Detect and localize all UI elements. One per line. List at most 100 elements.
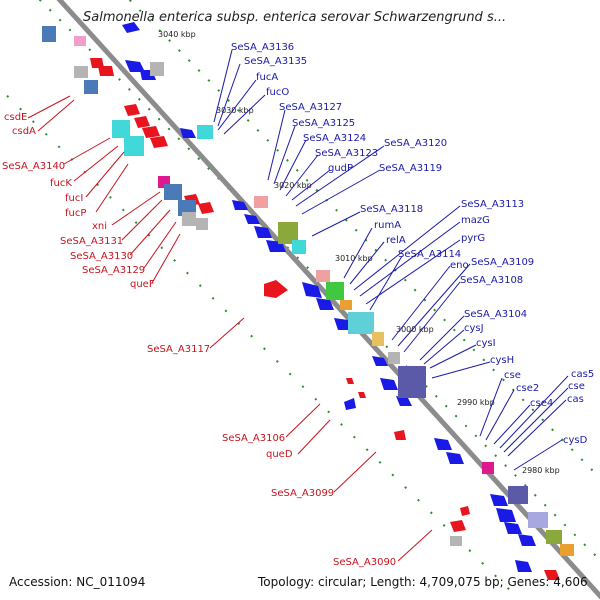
gene-arrow [150, 136, 168, 148]
gene-label: fucP [65, 208, 86, 219]
gene-arrow [515, 560, 532, 572]
gene-label: rumA [374, 220, 401, 231]
gene-box [388, 352, 400, 364]
scale-label: 3010 kbp [335, 254, 373, 263]
gene-label: cas5 [571, 369, 594, 380]
gene-label: SeSA_A3104 [464, 309, 527, 320]
gene-label: SeSA_A3114 [398, 249, 461, 260]
gene-box [546, 530, 562, 544]
gene-label: SeSA_A3140 [2, 161, 65, 172]
scale-label: 3000 kbp [396, 325, 434, 334]
gene-label: SeSA_A3106 [222, 433, 285, 444]
gene-box [74, 66, 88, 78]
gene-label: SeSA_A3130 [70, 251, 133, 262]
gene-label: queF [130, 279, 155, 290]
gene-box [482, 462, 494, 474]
gene-arrow [180, 128, 196, 138]
gene-arrow [504, 522, 522, 534]
gene-label: csdE [4, 112, 27, 123]
far-guide-track [0, 87, 521, 600]
gene-arrow [232, 200, 248, 210]
gene-box [292, 240, 306, 254]
gene-arrow [302, 282, 322, 298]
gene-arrow [434, 438, 452, 450]
gene-arrow [142, 126, 160, 138]
gene-label: SeSA_A3125 [292, 118, 355, 129]
gene-arrow [490, 494, 508, 506]
gene-label: queD [266, 449, 293, 460]
gene-arrow [396, 396, 412, 406]
gene-label: SeSA_A3129 [82, 265, 145, 276]
gene-label: eno [450, 260, 469, 271]
gene-label: SeSA_A3136 [231, 42, 294, 53]
gene-label: csdA [12, 126, 36, 137]
gene-box [372, 332, 384, 346]
gene-arrow [544, 570, 560, 580]
gene-box [124, 136, 144, 156]
gene-box [508, 486, 528, 504]
gene-box [340, 300, 352, 310]
gene-label: relA [386, 235, 406, 246]
gene-label: xni [92, 221, 107, 232]
genome-summary-text: Topology: circular; Length: 4,709,075 bp… [258, 575, 588, 589]
gene-arrow [372, 356, 388, 366]
gene-box [196, 218, 208, 230]
gene-label: SeSA_A3135 [244, 56, 307, 67]
gene-arrow [380, 378, 398, 390]
scale-label: 2990 kbp [457, 398, 495, 407]
gene-arrow [344, 398, 356, 410]
gene-label: SeSA_A3123 [315, 148, 378, 159]
gene-box [182, 212, 196, 226]
gene-arrow [450, 520, 466, 532]
gene-arrow [125, 60, 145, 72]
gene-box [254, 196, 268, 208]
gene-arrow [460, 506, 470, 516]
scale-label: 3040 kbp [158, 30, 196, 39]
gene-box [348, 312, 374, 334]
forward-labels: csdE csdA SeSA_A3140 fucK fucI fucP xni … [2, 112, 396, 568]
gene-label: SeSA_A3113 [461, 199, 524, 210]
gene-box [74, 36, 86, 46]
scale-label: 3020 kbp [274, 181, 312, 190]
gene-label: cse [568, 381, 585, 392]
reverse-leader-lines [213, 49, 569, 471]
gene-label: mazG [461, 215, 490, 226]
gene-arrow [134, 116, 150, 128]
gene-label: SeSA_A3118 [360, 204, 423, 215]
forward-leader-lines [27, 95, 433, 562]
gene-label: fucO [266, 87, 289, 98]
gene-label: SeSA_A3124 [303, 133, 366, 144]
gene-arrow [90, 58, 104, 68]
gene-label: SeSA_A3099 [271, 488, 334, 499]
gene-label: SeSA_A3119 [379, 163, 442, 174]
gene-box [150, 62, 164, 76]
gene-box [84, 80, 98, 94]
gene-label: fucK [50, 178, 72, 189]
gene-box [398, 366, 426, 398]
gene-arrow [98, 66, 114, 76]
gene-label: cysH [490, 355, 514, 366]
forward-strand-genes [90, 58, 560, 580]
forward-strand-boxes [42, 26, 462, 546]
gene-box [197, 125, 213, 139]
reverse-strand-boxes [150, 62, 574, 556]
gene-box [326, 282, 344, 300]
gene-box [42, 26, 56, 42]
gene-label: cysI [476, 338, 496, 349]
gene-label: cysJ [464, 323, 484, 334]
gene-box [112, 120, 130, 138]
reverse-labels: SeSA_A3136 SeSA_A3135 fucA fucO SeSA_A31… [231, 42, 594, 446]
gene-arrow [334, 318, 352, 330]
gene-arrow [316, 298, 334, 310]
gene-label: cse4 [530, 398, 553, 409]
gene-label: SeSA_A3131 [60, 236, 123, 247]
gene-label: gudP [328, 163, 353, 174]
gene-label: SeSA_A3109 [471, 257, 534, 268]
scale-label: 3030 kbp [216, 106, 254, 115]
gene-arrow [122, 22, 140, 33]
gene-box [528, 512, 548, 528]
gene-label: cse2 [516, 383, 539, 394]
gene-label: SeSA_A3090 [333, 557, 396, 568]
gene-arrow [254, 226, 272, 238]
gene-label: cysD [563, 435, 588, 446]
